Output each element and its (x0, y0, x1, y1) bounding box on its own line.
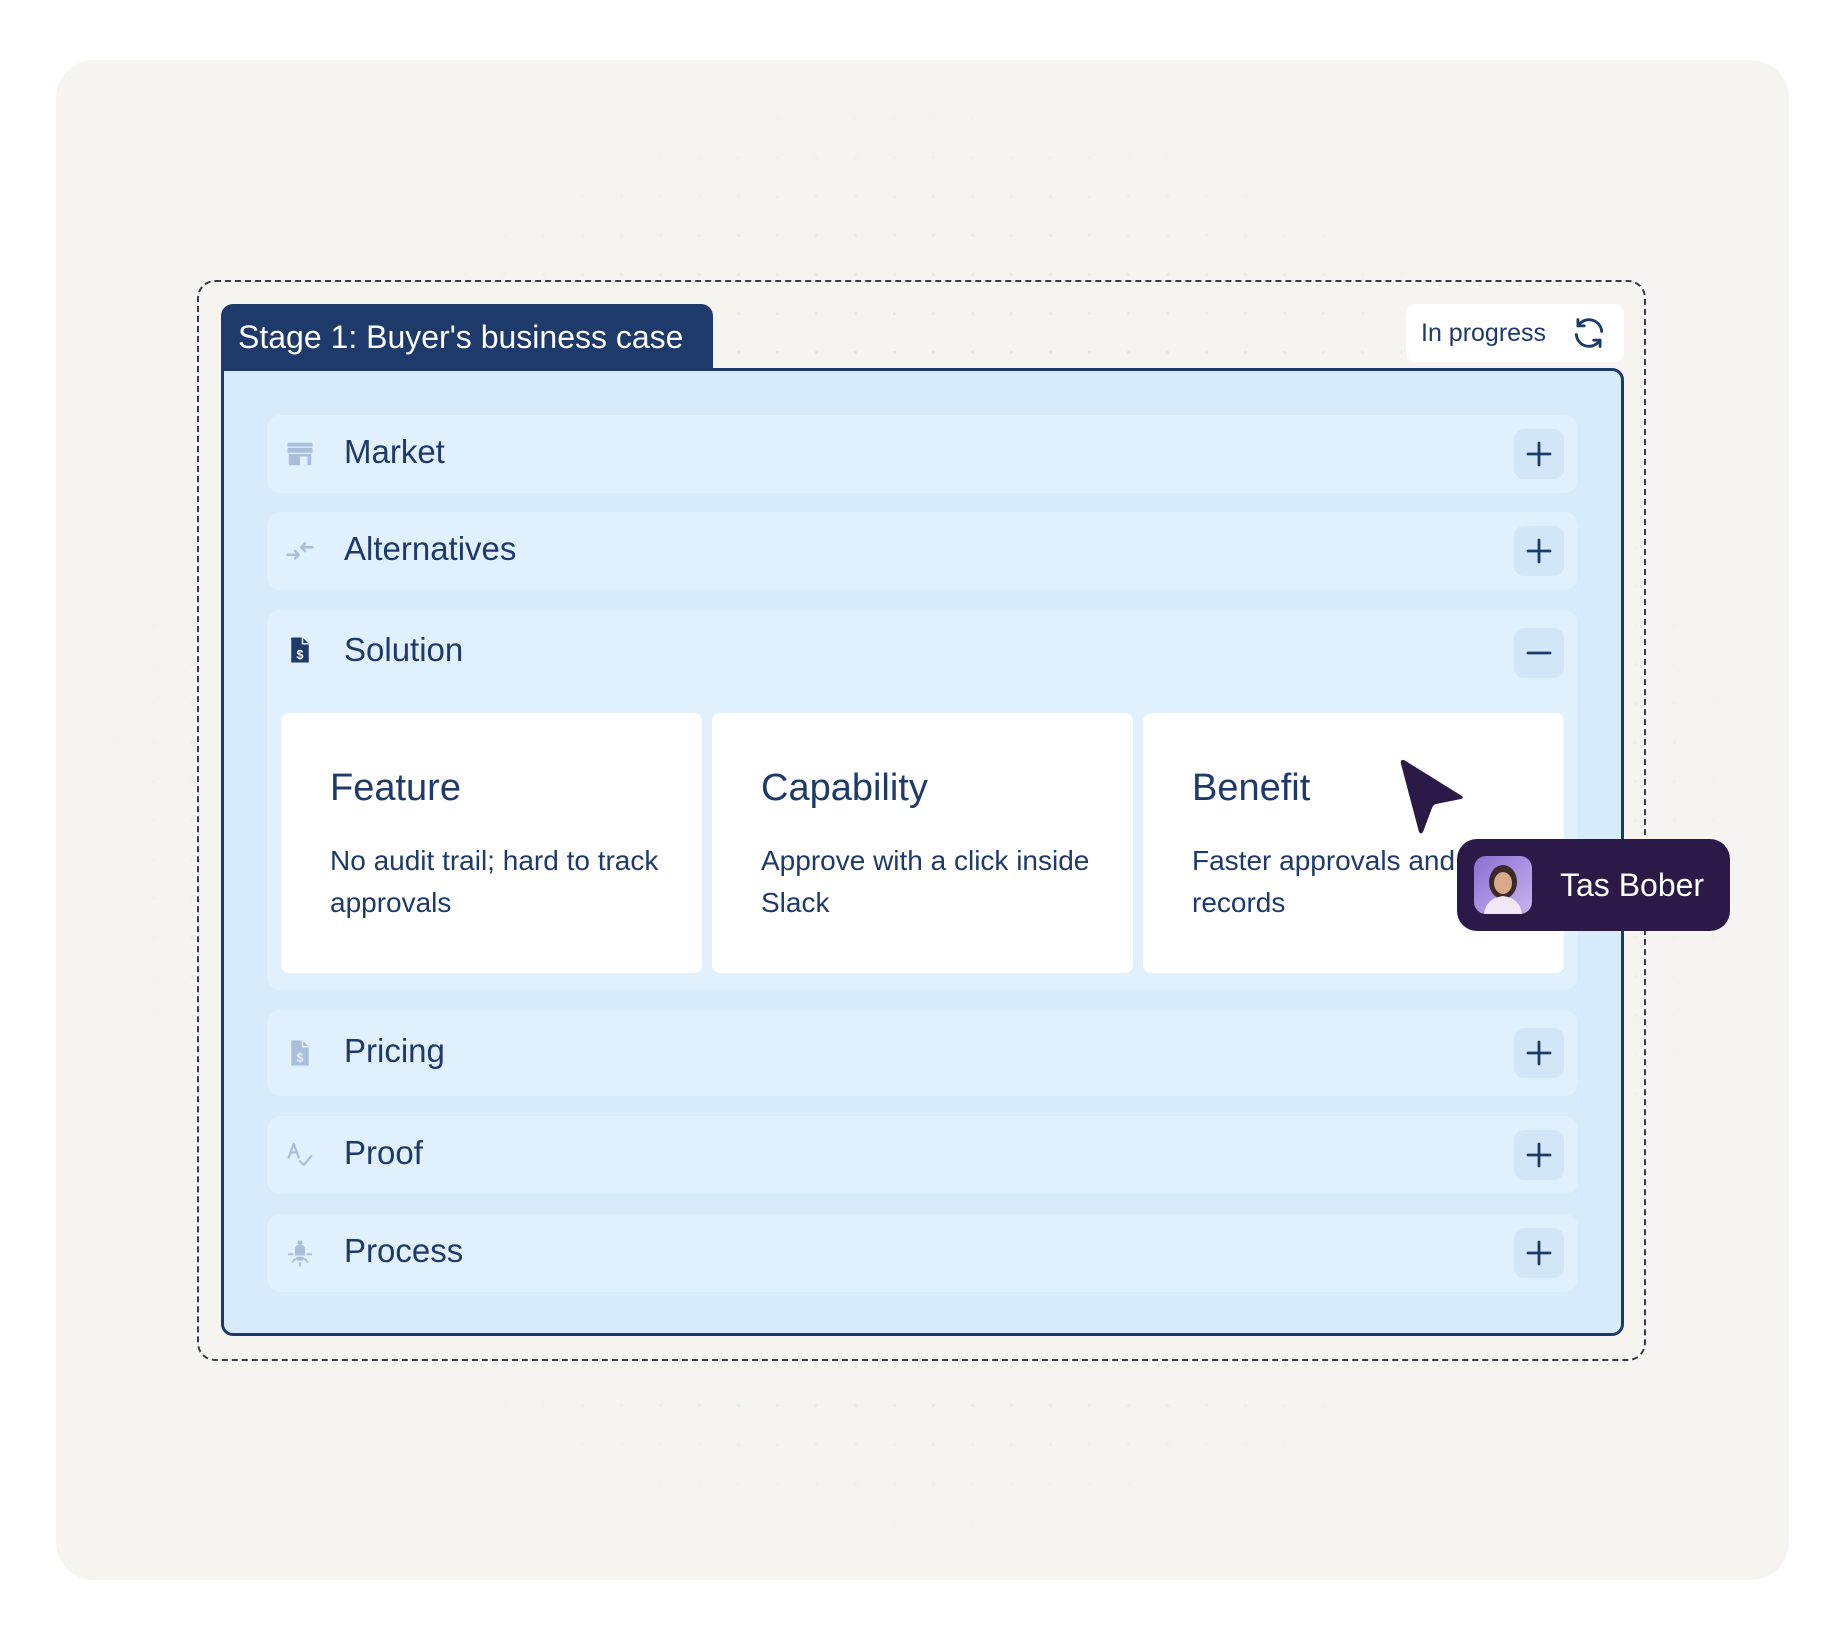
minus-icon (1526, 651, 1552, 655)
plus-icon (1526, 1240, 1552, 1266)
cursor-arrow-icon (1400, 759, 1463, 834)
invoice-document-icon: $ (291, 1040, 309, 1066)
section-pricing[interactable]: $ Pricing (267, 1010, 1578, 1096)
section-label: Alternatives (344, 530, 517, 567)
card-title: Capability (761, 767, 928, 809)
plus-icon (1526, 1040, 1552, 1066)
section-label: Market (344, 433, 445, 470)
plus-icon (1526, 1142, 1552, 1168)
status-badge[interactable]: In progress (1406, 304, 1624, 362)
expand-button[interactable] (1514, 1028, 1564, 1078)
invoice-document-icon: $ (291, 637, 309, 663)
svg-text:$: $ (297, 1051, 304, 1065)
collaborator-name: Tas Bober (1560, 867, 1705, 903)
expand-button[interactable] (1514, 1130, 1564, 1180)
section-label: Proof (344, 1134, 423, 1171)
plus-icon (1526, 538, 1552, 564)
card-title: Benefit (1192, 767, 1311, 809)
section-label: Pricing (344, 1032, 445, 1069)
solution-cards: Feature No audit trail; hard to track ap… (281, 713, 1564, 973)
selection-frame (197, 280, 1646, 1361)
storefront-icon (287, 442, 313, 466)
collaborator-tag: Tas Bober (1457, 839, 1730, 931)
card-title: Feature (330, 767, 461, 809)
lightbulb-icon (287, 1240, 313, 1267)
feature-card[interactable]: Feature No audit trail; hard to track ap… (281, 713, 702, 973)
section-process[interactable]: Process (267, 1214, 1578, 1292)
spellcheck-icon (287, 1142, 313, 1167)
card-description: No audit trail; hard to track approvals (330, 845, 659, 918)
stage-title: Stage 1: Buyer's business case (221, 304, 713, 370)
section-proof[interactable]: Proof (267, 1116, 1578, 1194)
section-alternatives[interactable]: Alternatives (267, 512, 1578, 590)
expand-button[interactable] (1514, 526, 1564, 576)
expand-button[interactable] (1514, 1228, 1564, 1278)
avatar (1474, 856, 1532, 914)
card-description: Approve with a click inside Slack (761, 845, 1090, 918)
collapse-button[interactable] (1514, 628, 1564, 678)
expand-button[interactable] (1514, 429, 1564, 479)
section-label: Solution (344, 631, 464, 668)
section-label: Process (344, 1232, 464, 1269)
capability-card[interactable]: Capability Approve with a click inside S… (712, 713, 1133, 973)
status-label: In progress (1421, 318, 1547, 347)
sync-icon (1574, 318, 1604, 348)
section-market[interactable]: Market (267, 415, 1578, 493)
plus-icon (1526, 441, 1552, 467)
svg-text:$: $ (297, 648, 304, 662)
compare-arrows-icon (286, 542, 314, 560)
